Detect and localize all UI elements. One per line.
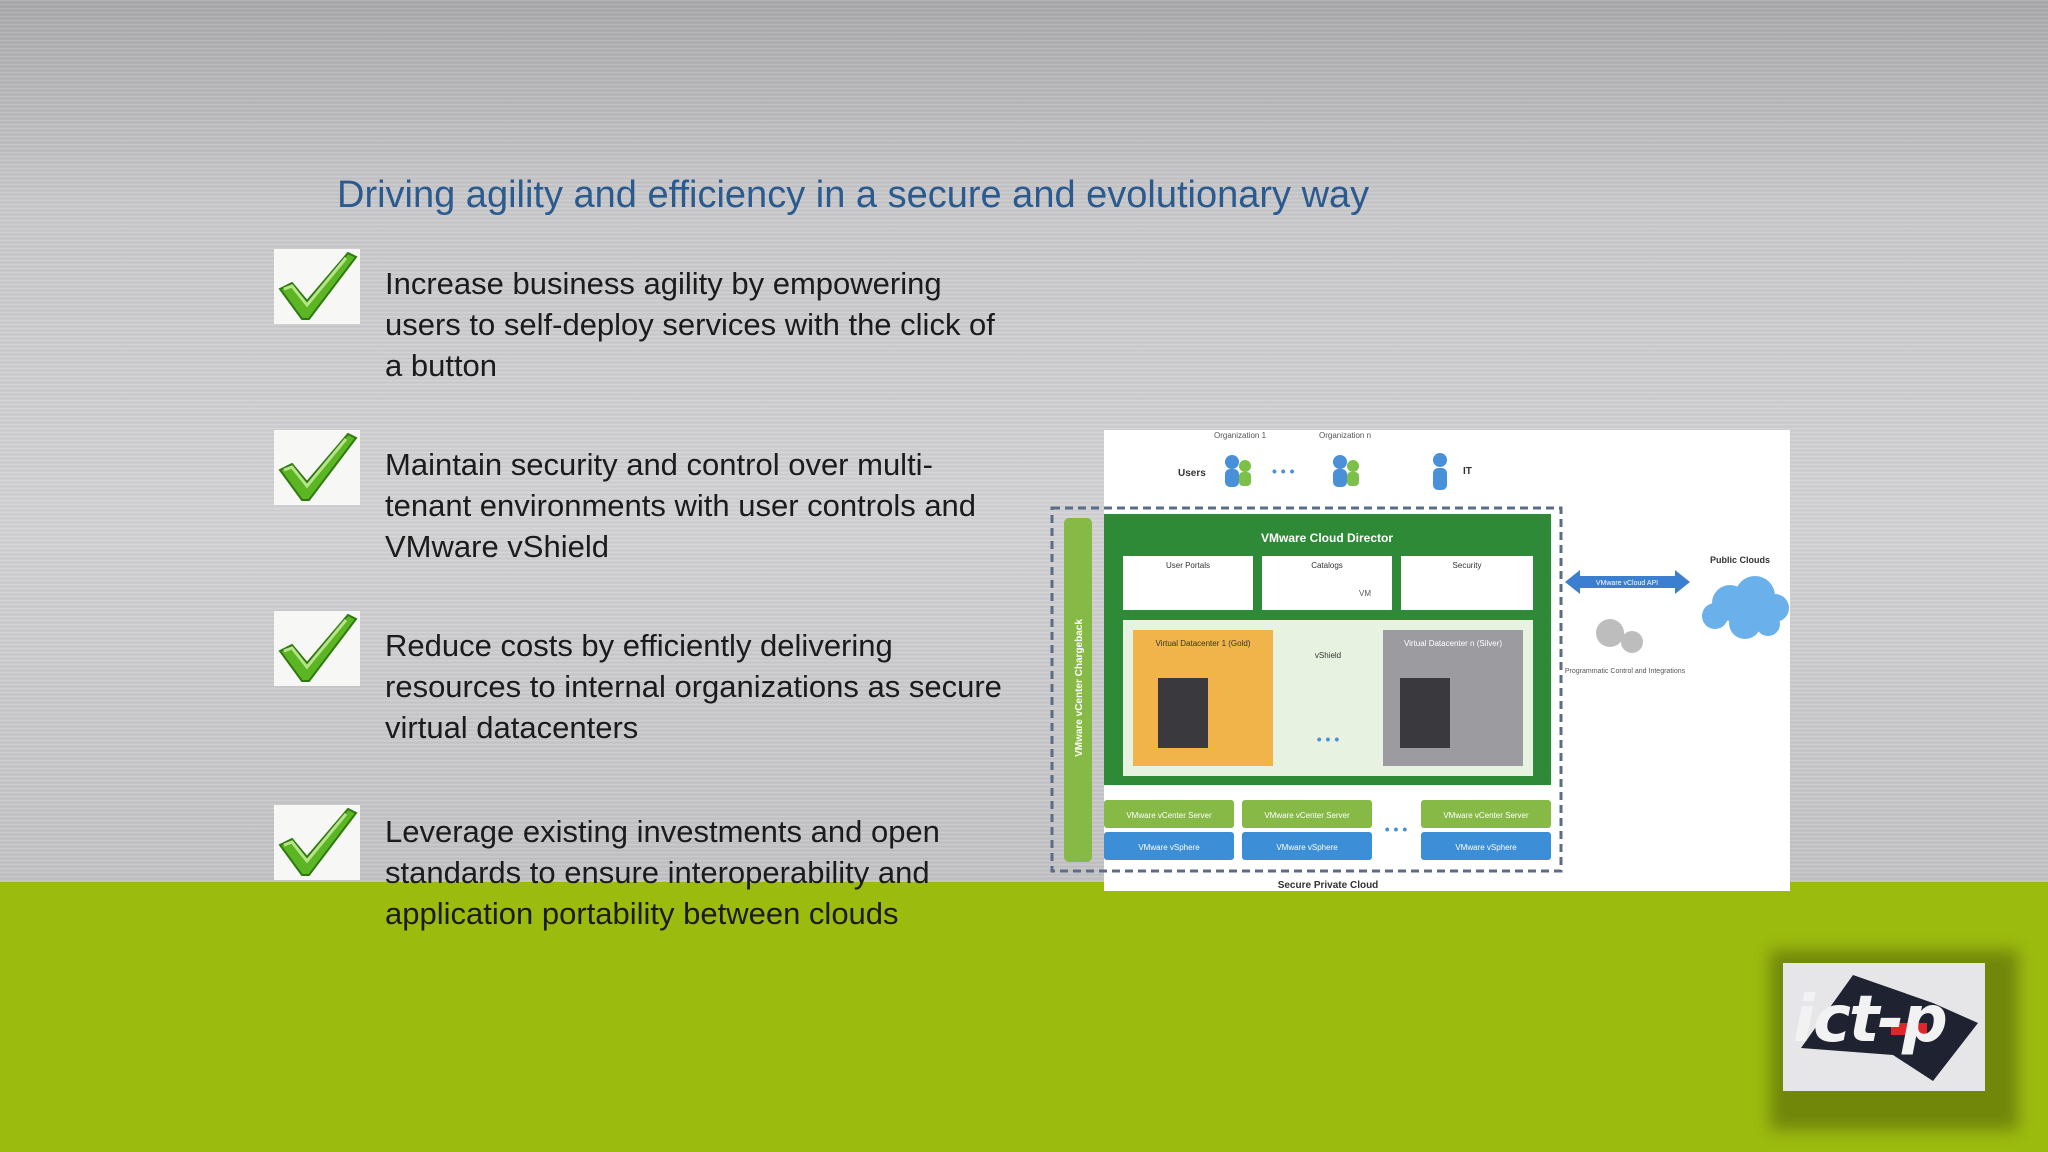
chargeback-label: VMware vCenter Chargeback [1074, 619, 1085, 757]
logo-text: ict-p [1793, 983, 1948, 1057]
bullet-text: Maintain security and control over multi… [385, 447, 977, 564]
check-icon [274, 611, 360, 686]
vcenter-box [1104, 800, 1234, 828]
svg-text:Virtual Datacenter 1 (Gold): Virtual Datacenter 1 (Gold) [1155, 639, 1250, 648]
users-label: Users [1178, 468, 1206, 479]
bullet-text: Increase business agility by empowering … [385, 266, 995, 383]
svg-text:Virtual Datacenter n (Silver): Virtual Datacenter n (Silver) [1404, 639, 1502, 648]
private-cloud-boundary [1050, 506, 1563, 873]
it-label: IT [1463, 466, 1472, 477]
check-icon [274, 249, 360, 324]
vsphere-box [1104, 832, 1234, 860]
check-icon [274, 805, 360, 880]
svg-text:VMware vSphere: VMware vSphere [1455, 843, 1517, 852]
users-icon [1225, 455, 1251, 487]
svg-text:• • •: • • • [1385, 821, 1408, 837]
vsphere-box [1242, 832, 1372, 860]
vcloud-architecture-diagram: Organization 1 Organization n Users • • … [1050, 430, 1790, 891]
vsphere-box [1421, 832, 1551, 860]
svg-text:VMware vCenter Server: VMware vCenter Server [1264, 811, 1350, 820]
vshield-label: vShield [1315, 651, 1341, 660]
users-icon [1333, 455, 1359, 487]
cloud-icon [1702, 576, 1789, 639]
public-clouds-label: Public Clouds [1710, 555, 1770, 565]
vcenter-box [1421, 800, 1551, 828]
server-rack-icon [1400, 678, 1450, 748]
ellipsis: • • • [1272, 463, 1295, 479]
panel-security [1401, 556, 1533, 610]
gears-icon [1596, 619, 1643, 653]
svg-text:VMware vSphere: VMware vSphere [1276, 843, 1338, 852]
api-arrow [1565, 570, 1690, 594]
svg-text:VMware vCenter Server: VMware vCenter Server [1443, 811, 1529, 820]
ict-p-logo: ict-p [1783, 963, 1985, 1091]
secure-private-cloud-label: Secure Private Cloud [1278, 880, 1379, 891]
panel-catalogs [1262, 556, 1392, 610]
svg-text:• • •: • • • [1317, 731, 1340, 747]
server-rack-icon [1158, 678, 1208, 748]
org-label: Organization 1 [1214, 431, 1267, 440]
org-label: Organization n [1319, 431, 1371, 440]
svg-text:Catalogs: Catalogs [1311, 561, 1343, 570]
svg-text:Security: Security [1453, 561, 1482, 570]
programmatic-label: Programmatic Control and Integrations [1565, 668, 1686, 675]
bullet-text: Leverage existing investments and open s… [385, 814, 940, 931]
it-user-icon [1433, 453, 1447, 490]
check-icon [274, 430, 360, 505]
bullet-text: Reduce costs by efficiently delivering r… [385, 628, 1002, 745]
svg-text:VMware vCenter Server: VMware vCenter Server [1126, 811, 1212, 820]
chargeback-bar [1064, 518, 1092, 862]
slide-title: Driving agility and efficiency in a secu… [337, 174, 1370, 216]
api-label: VMware vCloud API [1596, 580, 1658, 587]
svg-text:VMware vSphere: VMware vSphere [1138, 843, 1200, 852]
panel-user-portals [1123, 556, 1253, 610]
cloud-director-title: VMware Cloud Director [1261, 531, 1393, 545]
svg-text:VM: VM [1359, 589, 1371, 598]
svg-text:User Portals: User Portals [1166, 561, 1210, 570]
green-footer-band [0, 882, 2048, 1152]
vcenter-box [1242, 800, 1372, 828]
